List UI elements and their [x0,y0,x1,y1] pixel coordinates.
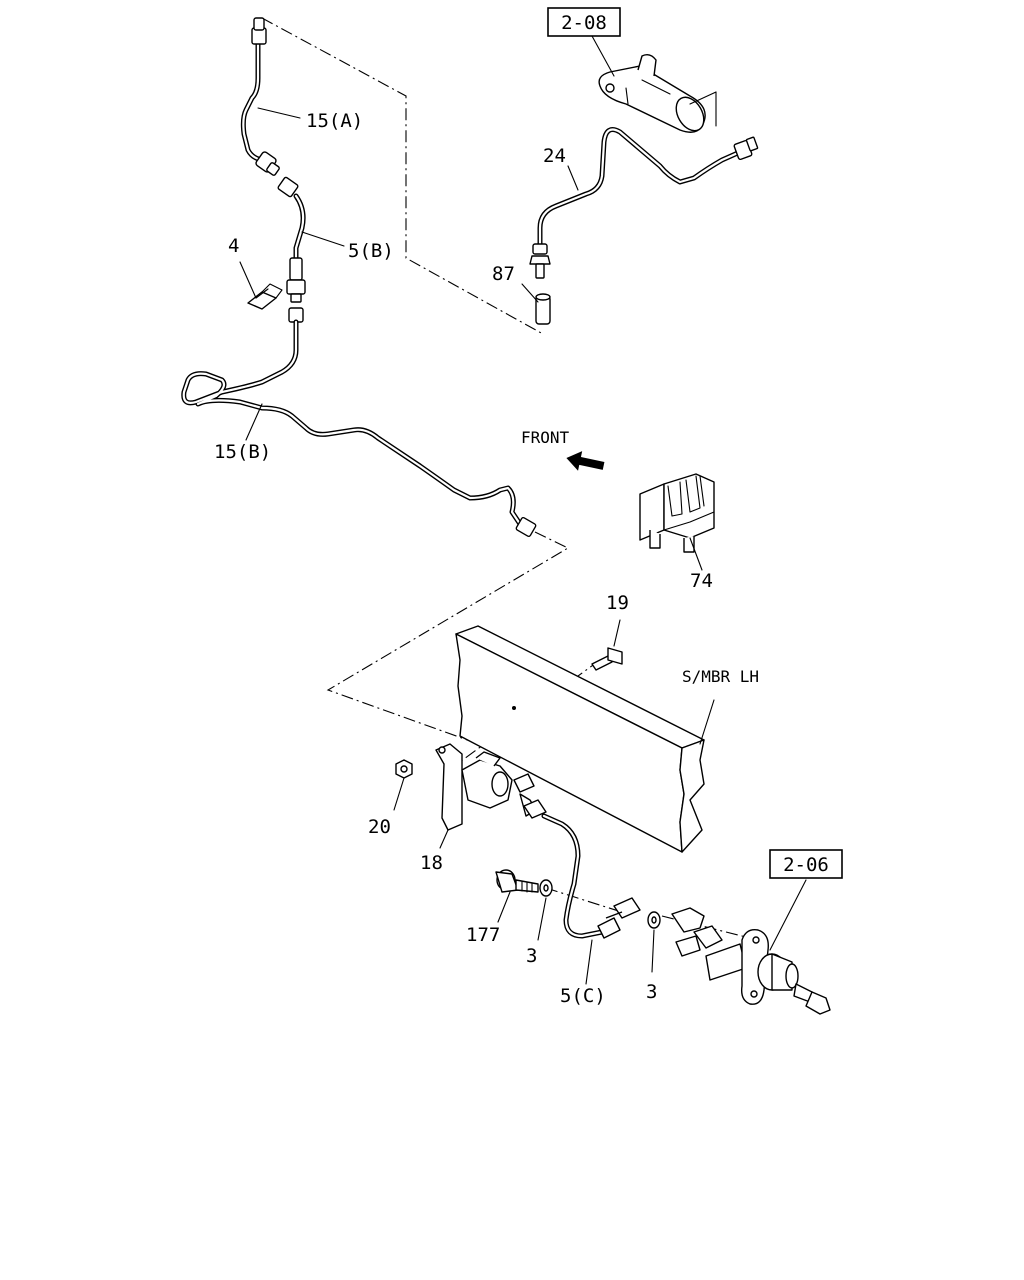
label-5b: 5(B) [348,240,394,262]
label-24: 24 [543,145,566,167]
label-smbr-lh: S/MBR LH [682,667,759,686]
pipe-15a [240,17,280,176]
hose-5b [277,176,306,303]
part-87-sleeve [535,293,551,325]
frame-member [455,625,715,853]
ref-box-upper[interactable]: 2-08 [547,7,621,37]
label-177: 177 [466,924,500,946]
slave-cylinder [671,879,831,1015]
label-3-left: 3 [526,945,537,967]
label-4: 4 [228,235,239,257]
ref-box-lower[interactable]: 2-06 [769,849,843,879]
ref-upper-label: 2-08 [561,12,607,34]
label-74: 74 [690,570,713,592]
front-arrow [566,451,605,471]
label-20: 20 [368,816,391,838]
callout-labels: 15(A) 5(B) 4 24 87 15(B) FRONT 74 19 S/M… [214,110,759,1007]
label-15b: 15(B) [214,441,271,463]
bolt-19 [591,619,623,671]
bolt-177 [495,869,539,923]
label-19: 19 [606,592,629,614]
master-cylinder [598,53,717,133]
label-leaders [239,107,579,441]
pipe-15b [181,307,537,538]
washer-3-left [537,879,553,941]
pipe-24 [529,127,759,279]
label-15a: 15(A) [306,110,363,132]
washer-3-right [647,911,661,973]
label-87: 87 [492,263,515,285]
nut-20 [393,759,413,811]
bracket-18 [435,743,537,849]
hose-5c [523,799,641,985]
clip-4 [247,283,283,310]
bracket-74 [639,473,715,571]
label-5c: 5(C) [560,985,606,1007]
label-3-right: 3 [646,981,657,1003]
ref-upper-leader [591,35,615,77]
label-18: 18 [420,852,443,874]
label-front: FRONT [521,428,570,447]
ref-lower-label: 2-06 [783,854,829,876]
